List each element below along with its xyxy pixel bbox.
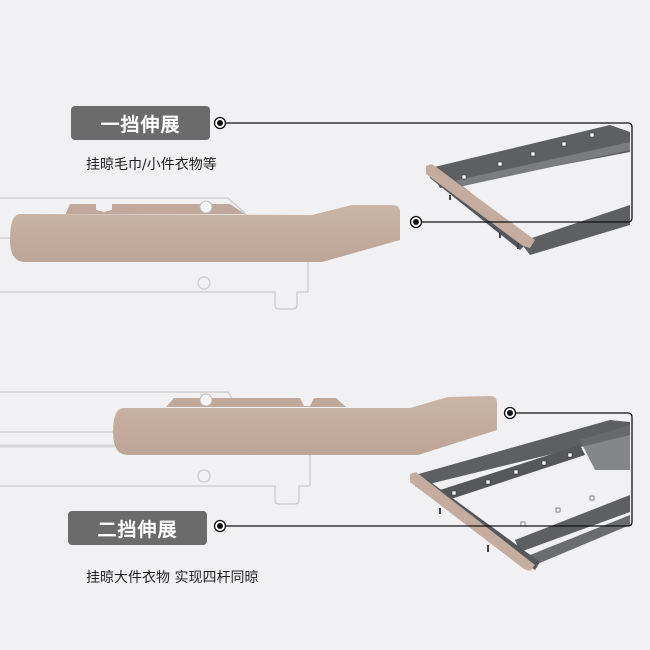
bracket-2: [0, 391, 311, 505]
section2-title-badge: 二挡伸展: [68, 511, 207, 545]
drying-rack-1: [426, 125, 630, 255]
section1-caption: 挂晾毛巾/小件衣物等: [86, 157, 217, 173]
handle-2: [113, 393, 497, 455]
connector-lines: [223, 122, 633, 527]
handle-1: [10, 200, 400, 262]
section1-title-badge: 一挡伸展: [71, 106, 210, 140]
drying-rack-2: [410, 420, 630, 571]
section2-caption: 挂晾大件衣物 实现四杆同晾: [86, 570, 259, 586]
section1-title: 一挡伸展: [100, 113, 181, 136]
section2-title: 二挡伸展: [97, 518, 178, 541]
connector-dots: [213, 116, 517, 533]
